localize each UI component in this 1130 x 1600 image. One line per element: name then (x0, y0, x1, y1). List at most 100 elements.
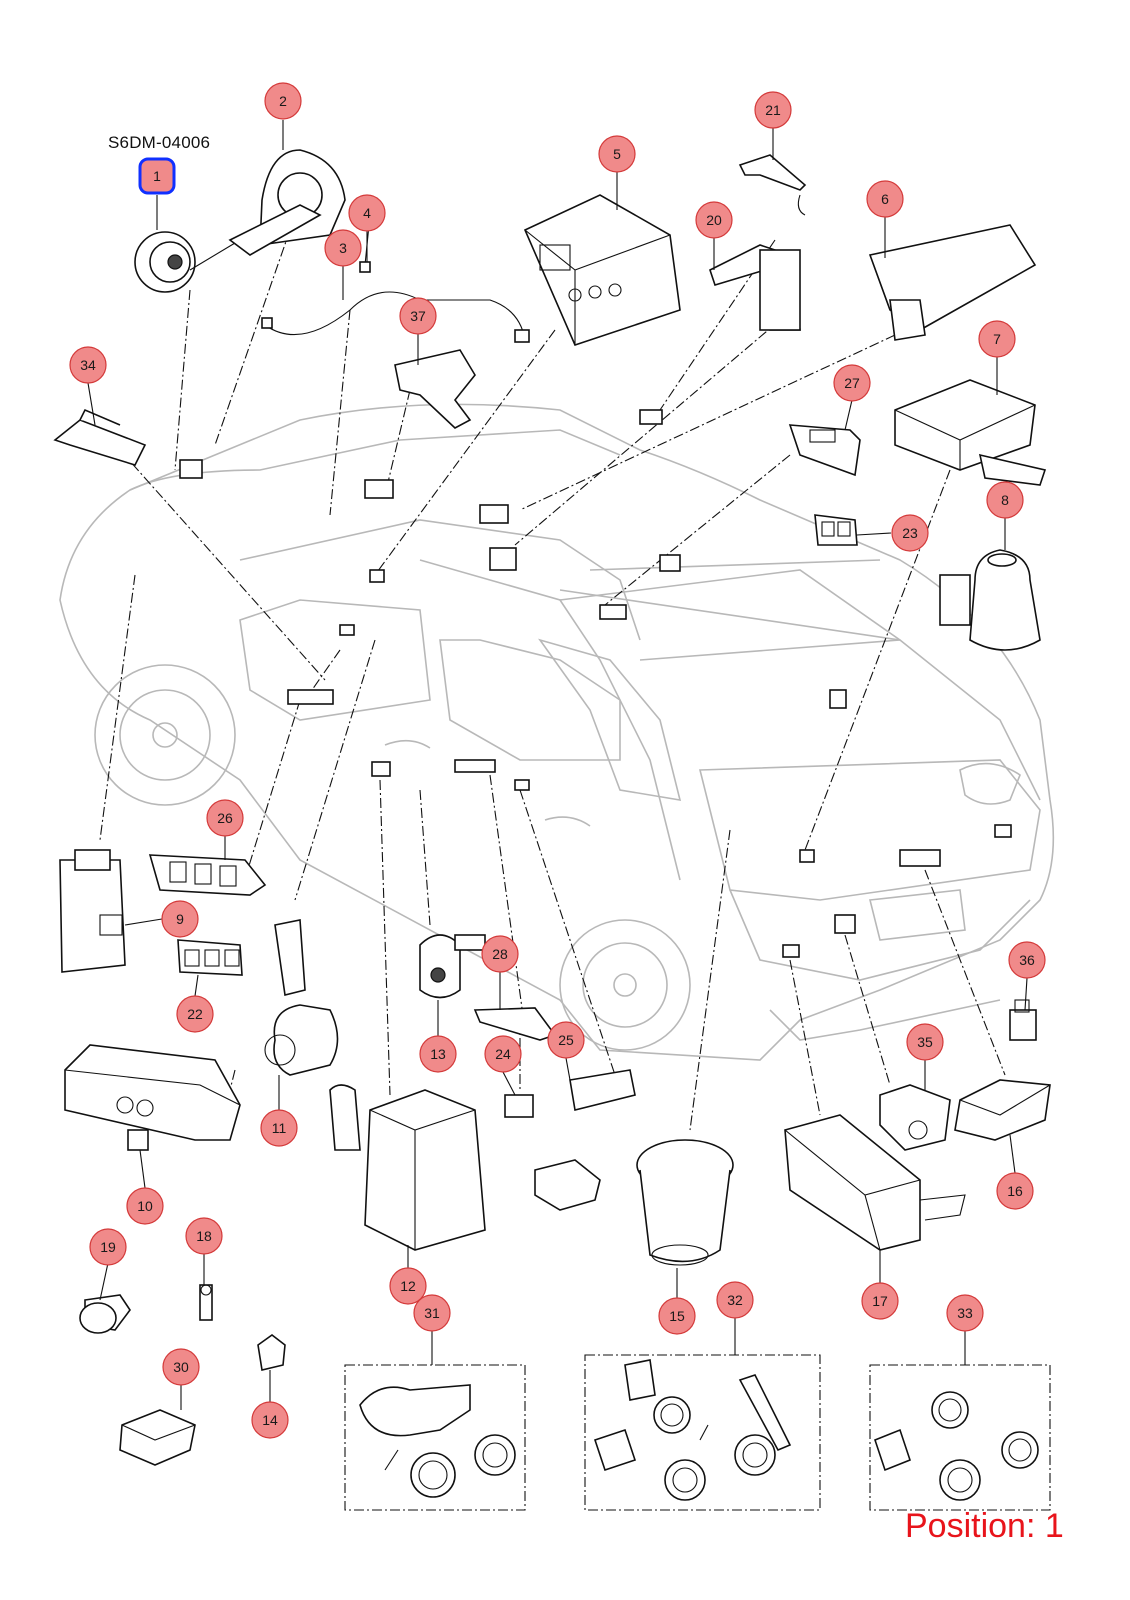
callout-25[interactable]: 25 (547, 1021, 585, 1059)
callout-35[interactable]: 35 (906, 1023, 944, 1061)
callout-22[interactable]: 22 (176, 995, 214, 1033)
callout-28[interactable]: 28 (481, 935, 519, 973)
callout-12[interactable]: 12 (389, 1267, 427, 1305)
callout-21[interactable]: 21 (754, 91, 792, 129)
kit-boxes (344, 1315, 1051, 1511)
callout-22-number: 22 (187, 1006, 203, 1022)
module-part-6 (868, 224, 1037, 341)
callout-32[interactable]: 32 (716, 1281, 754, 1319)
callout-16-number: 16 (1007, 1183, 1023, 1199)
horn-part-1 (134, 231, 241, 293)
callout-12-number: 12 (400, 1278, 416, 1294)
callout-34-circle (69, 346, 107, 384)
callout-13[interactable]: 13 (419, 1035, 457, 1073)
callout-30-number: 30 (173, 1359, 189, 1375)
canister-part-17 (784, 1114, 966, 1251)
switch-part-24 (504, 1094, 534, 1118)
callout-6-number: 6 (881, 191, 889, 207)
callout-6[interactable]: 6 (866, 180, 904, 218)
callout-34[interactable]: 34 (69, 346, 107, 384)
callout-31-number: 31 (424, 1305, 440, 1321)
callout-24-number: 24 (495, 1046, 511, 1062)
callout-21-circle (754, 91, 792, 129)
callout-22-circle (176, 995, 214, 1033)
callout-5-circle (598, 135, 636, 173)
callout-23-number: 23 (902, 525, 918, 541)
callout-32-circle (716, 1281, 754, 1319)
callout-36-number: 36 (1019, 952, 1035, 968)
bracket-part-20 (709, 244, 801, 331)
callout-23-circle (891, 514, 929, 552)
callout-23[interactable]: 23 (891, 514, 929, 552)
callout-26-number: 26 (217, 810, 233, 826)
callout-31-circle (413, 1294, 451, 1332)
switch-part-29 (534, 1159, 601, 1211)
housing-part-15 (636, 1139, 734, 1266)
callout-16[interactable]: 16 (996, 1172, 1034, 1210)
sensor-part-18 (199, 1284, 213, 1321)
callout-1[interactable]: 1 (138, 157, 176, 195)
callout-24[interactable]: 24 (484, 1035, 522, 1073)
callout-17-number: 17 (872, 1293, 888, 1309)
callout-3-circle (324, 229, 362, 267)
callout-37[interactable]: 37 (399, 297, 437, 335)
callout-2-circle (264, 82, 302, 120)
callout-5[interactable]: 5 (598, 135, 636, 173)
callout-10[interactable]: 10 (126, 1187, 164, 1225)
leader-lines (99, 229, 1006, 1131)
callout-33[interactable]: 33 (946, 1294, 984, 1332)
callout-33-circle (946, 1294, 984, 1332)
callout-5-number: 5 (613, 146, 621, 162)
callout-36[interactable]: 36 (1008, 941, 1046, 979)
control-module-part-12 (329, 1084, 486, 1251)
callout-17[interactable]: 17 (861, 1282, 899, 1320)
callout-37-number: 37 (410, 308, 426, 324)
callout-7[interactable]: 7 (978, 320, 1016, 358)
callout-19[interactable]: 19 (89, 1228, 127, 1266)
callout-27[interactable]: 27 (833, 364, 871, 402)
callout-27-circle (833, 364, 871, 402)
callout-4[interactable]: 4 (348, 194, 386, 232)
callout-4-number: 4 (363, 205, 371, 221)
buzzer-part-8 (939, 549, 1041, 651)
callout-10-circle (126, 1187, 164, 1225)
callout-25-number: 25 (558, 1032, 574, 1048)
callout-14[interactable]: 14 (251, 1401, 289, 1439)
callout-26[interactable]: 26 (206, 799, 244, 837)
module-part-16 (954, 1079, 1051, 1141)
callout-35-circle (906, 1023, 944, 1061)
callout-2[interactable]: 2 (264, 82, 302, 120)
switch-part-22 (177, 939, 243, 976)
callout-12-circle (389, 1267, 427, 1305)
plug-part-19 (79, 1294, 131, 1334)
callout-32-number: 32 (727, 1292, 743, 1308)
callout-14-number: 14 (262, 1412, 278, 1428)
bezel-part-25 (569, 1069, 636, 1111)
callout-8[interactable]: 8 (986, 481, 1024, 519)
callout-18-number: 18 (196, 1228, 212, 1244)
callout-11-circle (260, 1109, 298, 1147)
callout-18[interactable]: 18 (185, 1217, 223, 1255)
callout-15-number: 15 (669, 1308, 685, 1324)
callout-31[interactable]: 31 (413, 1294, 451, 1332)
callout-9[interactable]: 9 (161, 900, 199, 938)
callout-20[interactable]: 20 (695, 201, 733, 239)
callout-15[interactable]: 15 (658, 1297, 696, 1335)
callout-20-circle (695, 201, 733, 239)
sensor-part-35 (879, 1084, 951, 1151)
callout-30[interactable]: 30 (162, 1348, 200, 1386)
callout-37-circle (399, 297, 437, 335)
control-unit-part-7 (894, 379, 1047, 486)
bracket-part-34 (53, 408, 147, 466)
module-part-5 (523, 194, 681, 346)
callout-16-circle (996, 1172, 1034, 1210)
callout-14-circle (251, 1401, 289, 1439)
switch-part-23 (814, 514, 858, 546)
callout-33-number: 33 (957, 1305, 973, 1321)
callout-28-circle (481, 935, 519, 973)
callout-20-number: 20 (706, 212, 722, 228)
callout-3-number: 3 (339, 240, 347, 256)
callout-11[interactable]: 11 (260, 1109, 298, 1147)
callout-3[interactable]: 3 (324, 229, 362, 267)
